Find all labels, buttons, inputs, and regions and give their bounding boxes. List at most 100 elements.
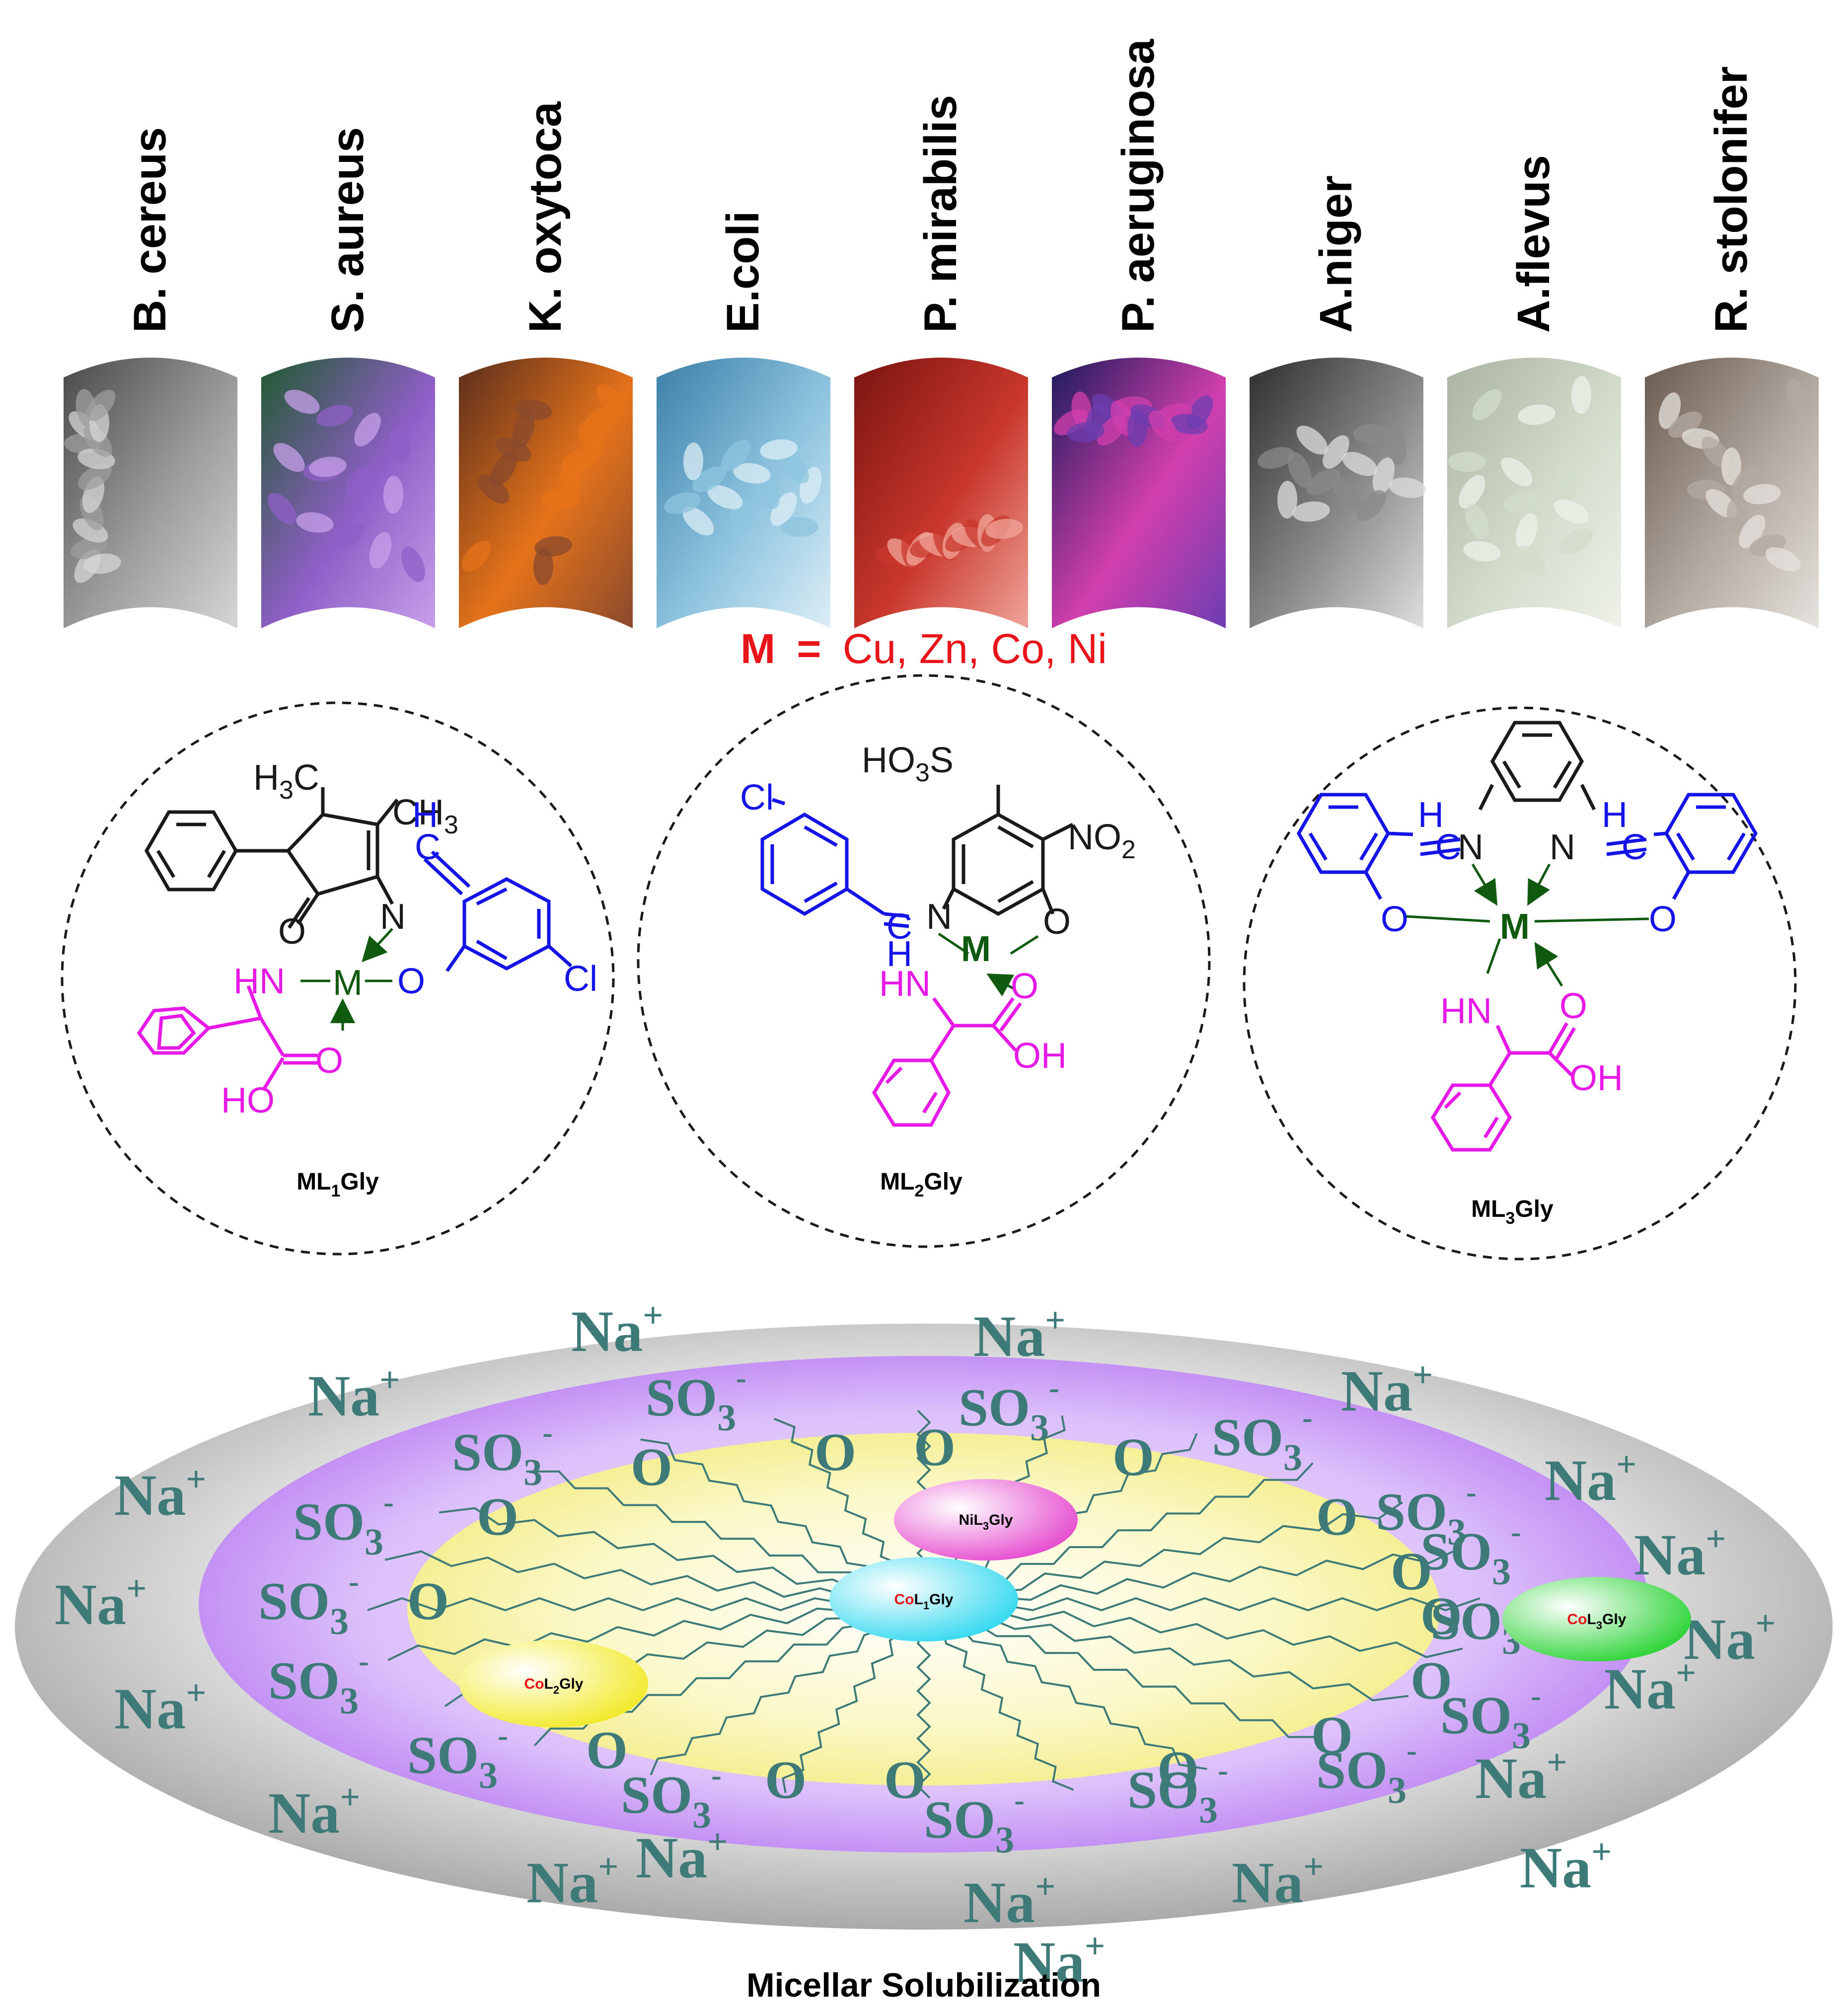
- sulfonate-head-group: SO3-: [924, 1784, 1025, 1861]
- sodium-counter-ion: Na+: [526, 1847, 618, 1915]
- cell-shape: [78, 463, 112, 490]
- cell-shape: [1356, 490, 1386, 522]
- sulfonate-head-group: SO3-: [1212, 1401, 1313, 1479]
- alkyl-chain: [976, 1462, 1314, 1586]
- organism-panel: A.flevus: [1447, 155, 1621, 628]
- ester-oxygen: O: [407, 1572, 449, 1631]
- ester-oxygen: O: [884, 1751, 926, 1810]
- metal-symbol: M: [740, 625, 775, 672]
- metal-center: M: [961, 929, 991, 969]
- cell-shape: [1353, 424, 1391, 444]
- ester-oxygen: O: [1157, 1741, 1199, 1800]
- loaded-complex-col1gly: CoL1Gly: [829, 1557, 1018, 1641]
- cell-shape: [1333, 478, 1362, 510]
- cell-shape: [1503, 491, 1540, 513]
- cell-shape: [664, 492, 701, 514]
- ester-oxygen: O: [1391, 1542, 1432, 1601]
- alkyl-chain: [988, 1617, 1409, 1702]
- cell-shape: [780, 451, 809, 483]
- alkyl-chain: [995, 1547, 1460, 1601]
- complex-pill: [894, 1479, 1078, 1561]
- alkyl-chain: [439, 1507, 860, 1592]
- cell-shape: [534, 536, 572, 557]
- ester-oxygen: O: [814, 1423, 856, 1482]
- ester-oxygen: O: [1420, 1587, 1462, 1646]
- alkyl-chain: [995, 1610, 1463, 1658]
- equals-sign: =: [797, 625, 821, 672]
- cell-shape: [86, 389, 116, 421]
- cell-shape: [346, 465, 375, 497]
- organism-panel: R. stolonifer: [1645, 66, 1819, 628]
- cell-shape: [1257, 447, 1294, 469]
- sodium-counter-ion: Na+: [1341, 1355, 1433, 1423]
- alkyl-chain: [998, 1597, 1480, 1612]
- organism-label: K. oxytoca: [520, 101, 571, 333]
- alkyl-chain: [782, 1630, 905, 1793]
- sodium-counter-ion: Na+: [1545, 1444, 1636, 1513]
- ester-oxygen: O: [765, 1751, 807, 1810]
- cell-shape: [985, 519, 1023, 539]
- sodium-counter-ion: Na+: [1475, 1742, 1567, 1811]
- sodium-counter-ion: Na+: [114, 1673, 206, 1741]
- imine-hydrogen-right: H: [1602, 795, 1627, 835]
- cell-shape: [584, 406, 617, 433]
- cell-shape: [490, 452, 517, 486]
- sulfonate-head-group: SO3-: [1440, 1679, 1541, 1757]
- sodium-counter-ion: Na+: [268, 1777, 360, 1846]
- cell-shape: [1668, 411, 1702, 438]
- cell-shape: [683, 443, 704, 480]
- metal-center: M: [333, 963, 363, 1003]
- sodium-counter-ion: Na+: [1232, 1847, 1324, 1915]
- cell-shape: [1472, 389, 1502, 421]
- cell-shape: [1501, 457, 1533, 487]
- complex-pill: [1502, 1577, 1691, 1661]
- cell-shape: [1386, 427, 1406, 465]
- cell-shape: [1277, 481, 1298, 519]
- organism-label: P. aeruginosa: [1113, 39, 1164, 333]
- alkyl-chain: [640, 1438, 887, 1581]
- metal-definition: M = Cu, Zn, Co, Ni: [740, 625, 1107, 672]
- ketone-oxygen: O: [278, 912, 306, 952]
- organism-label: A.flevus: [1508, 155, 1559, 333]
- loaded-complex-nil3gly: NiL3Gly: [894, 1479, 1078, 1561]
- sodium-counter-ion: Na+: [1634, 1519, 1726, 1587]
- cell-shape: [1292, 501, 1330, 522]
- cell-shape: [1518, 404, 1555, 425]
- sulfonate-head-group: SO3-: [1376, 1476, 1477, 1553]
- complex-ml3gly: H C N N C H O O M HN O OH ML3Gly: [1243, 706, 1797, 1261]
- complex-pill-label: NiL3Gly: [959, 1512, 1013, 1532]
- cell-shape: [383, 476, 404, 514]
- cell-shape: [533, 547, 554, 585]
- carbonyl-oxygen: O: [1559, 986, 1587, 1026]
- ester-oxygen: O: [1410, 1651, 1452, 1711]
- sodium-counter-ion: Na+: [308, 1360, 400, 1428]
- ester-oxygen: O: [1316, 1488, 1358, 1547]
- cell-shape: [515, 399, 552, 420]
- chloro-substituent: Cl: [564, 959, 597, 999]
- imine-carbon-right: C: [1622, 827, 1647, 867]
- sulfonate-head-group: SO3-: [959, 1371, 1059, 1449]
- cell-shape: [1732, 464, 1762, 496]
- complex-pill: [459, 1640, 648, 1727]
- cell-shape: [781, 517, 818, 537]
- sodium-counter-ion: Na+: [636, 1822, 728, 1890]
- complex-name-ml1gly: ML1Gly: [296, 1169, 379, 1200]
- imine-nitrogen: N: [380, 897, 406, 937]
- cell-shape: [682, 506, 714, 536]
- loaded-complex-col3gly: CoL3Gly: [1502, 1577, 1691, 1661]
- organism-panel: A.niger: [1250, 175, 1426, 628]
- sulfonate-head-group: SO3-: [293, 1486, 394, 1563]
- cell-shape: [354, 413, 381, 447]
- cell-shape: [692, 466, 726, 493]
- imine-hydrogen: H: [887, 934, 912, 974]
- organism-panel: B. cereus: [64, 127, 237, 628]
- amine-nh: HN: [1440, 991, 1492, 1031]
- cell-shape: [1149, 410, 1178, 442]
- cell-shape: [1459, 475, 1485, 509]
- organism-panel: S. aureus: [261, 127, 435, 628]
- sodium-counter-ion: Na+: [1013, 1926, 1105, 1995]
- loaded-complex-col2gly: CoL2Gly: [459, 1640, 648, 1727]
- cell-shape: [316, 405, 353, 427]
